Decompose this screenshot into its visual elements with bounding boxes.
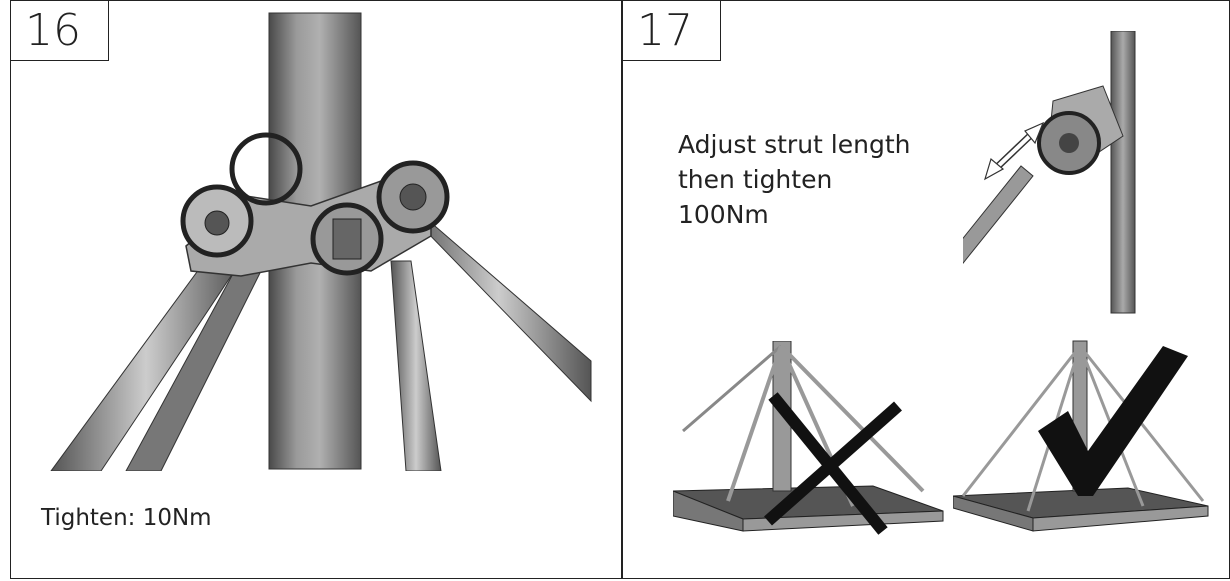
correct-base-illustration	[953, 340, 1209, 532]
step-number: 16	[11, 1, 109, 61]
step-caption: Adjust strut length then tighten 100Nm	[678, 130, 911, 229]
cross-mark-icon	[764, 392, 902, 535]
step-17-panel: 17 Adjust strut length then tighten 100N…	[622, 0, 1230, 579]
mast-bracket-closeup-illustration	[50, 12, 592, 471]
step-caption: Tighten: 10Nm	[41, 505, 212, 531]
double-arrow-icon	[984, 121, 1045, 181]
incorrect-base-illustration	[673, 341, 944, 535]
step-16-panel: 16 Tighten: 10Nm	[10, 0, 622, 579]
highlight-circle	[229, 132, 303, 206]
step-number: 17	[623, 1, 721, 61]
check-mark-icon	[1038, 346, 1188, 496]
strut-adjust-illustration	[963, 31, 1136, 314]
